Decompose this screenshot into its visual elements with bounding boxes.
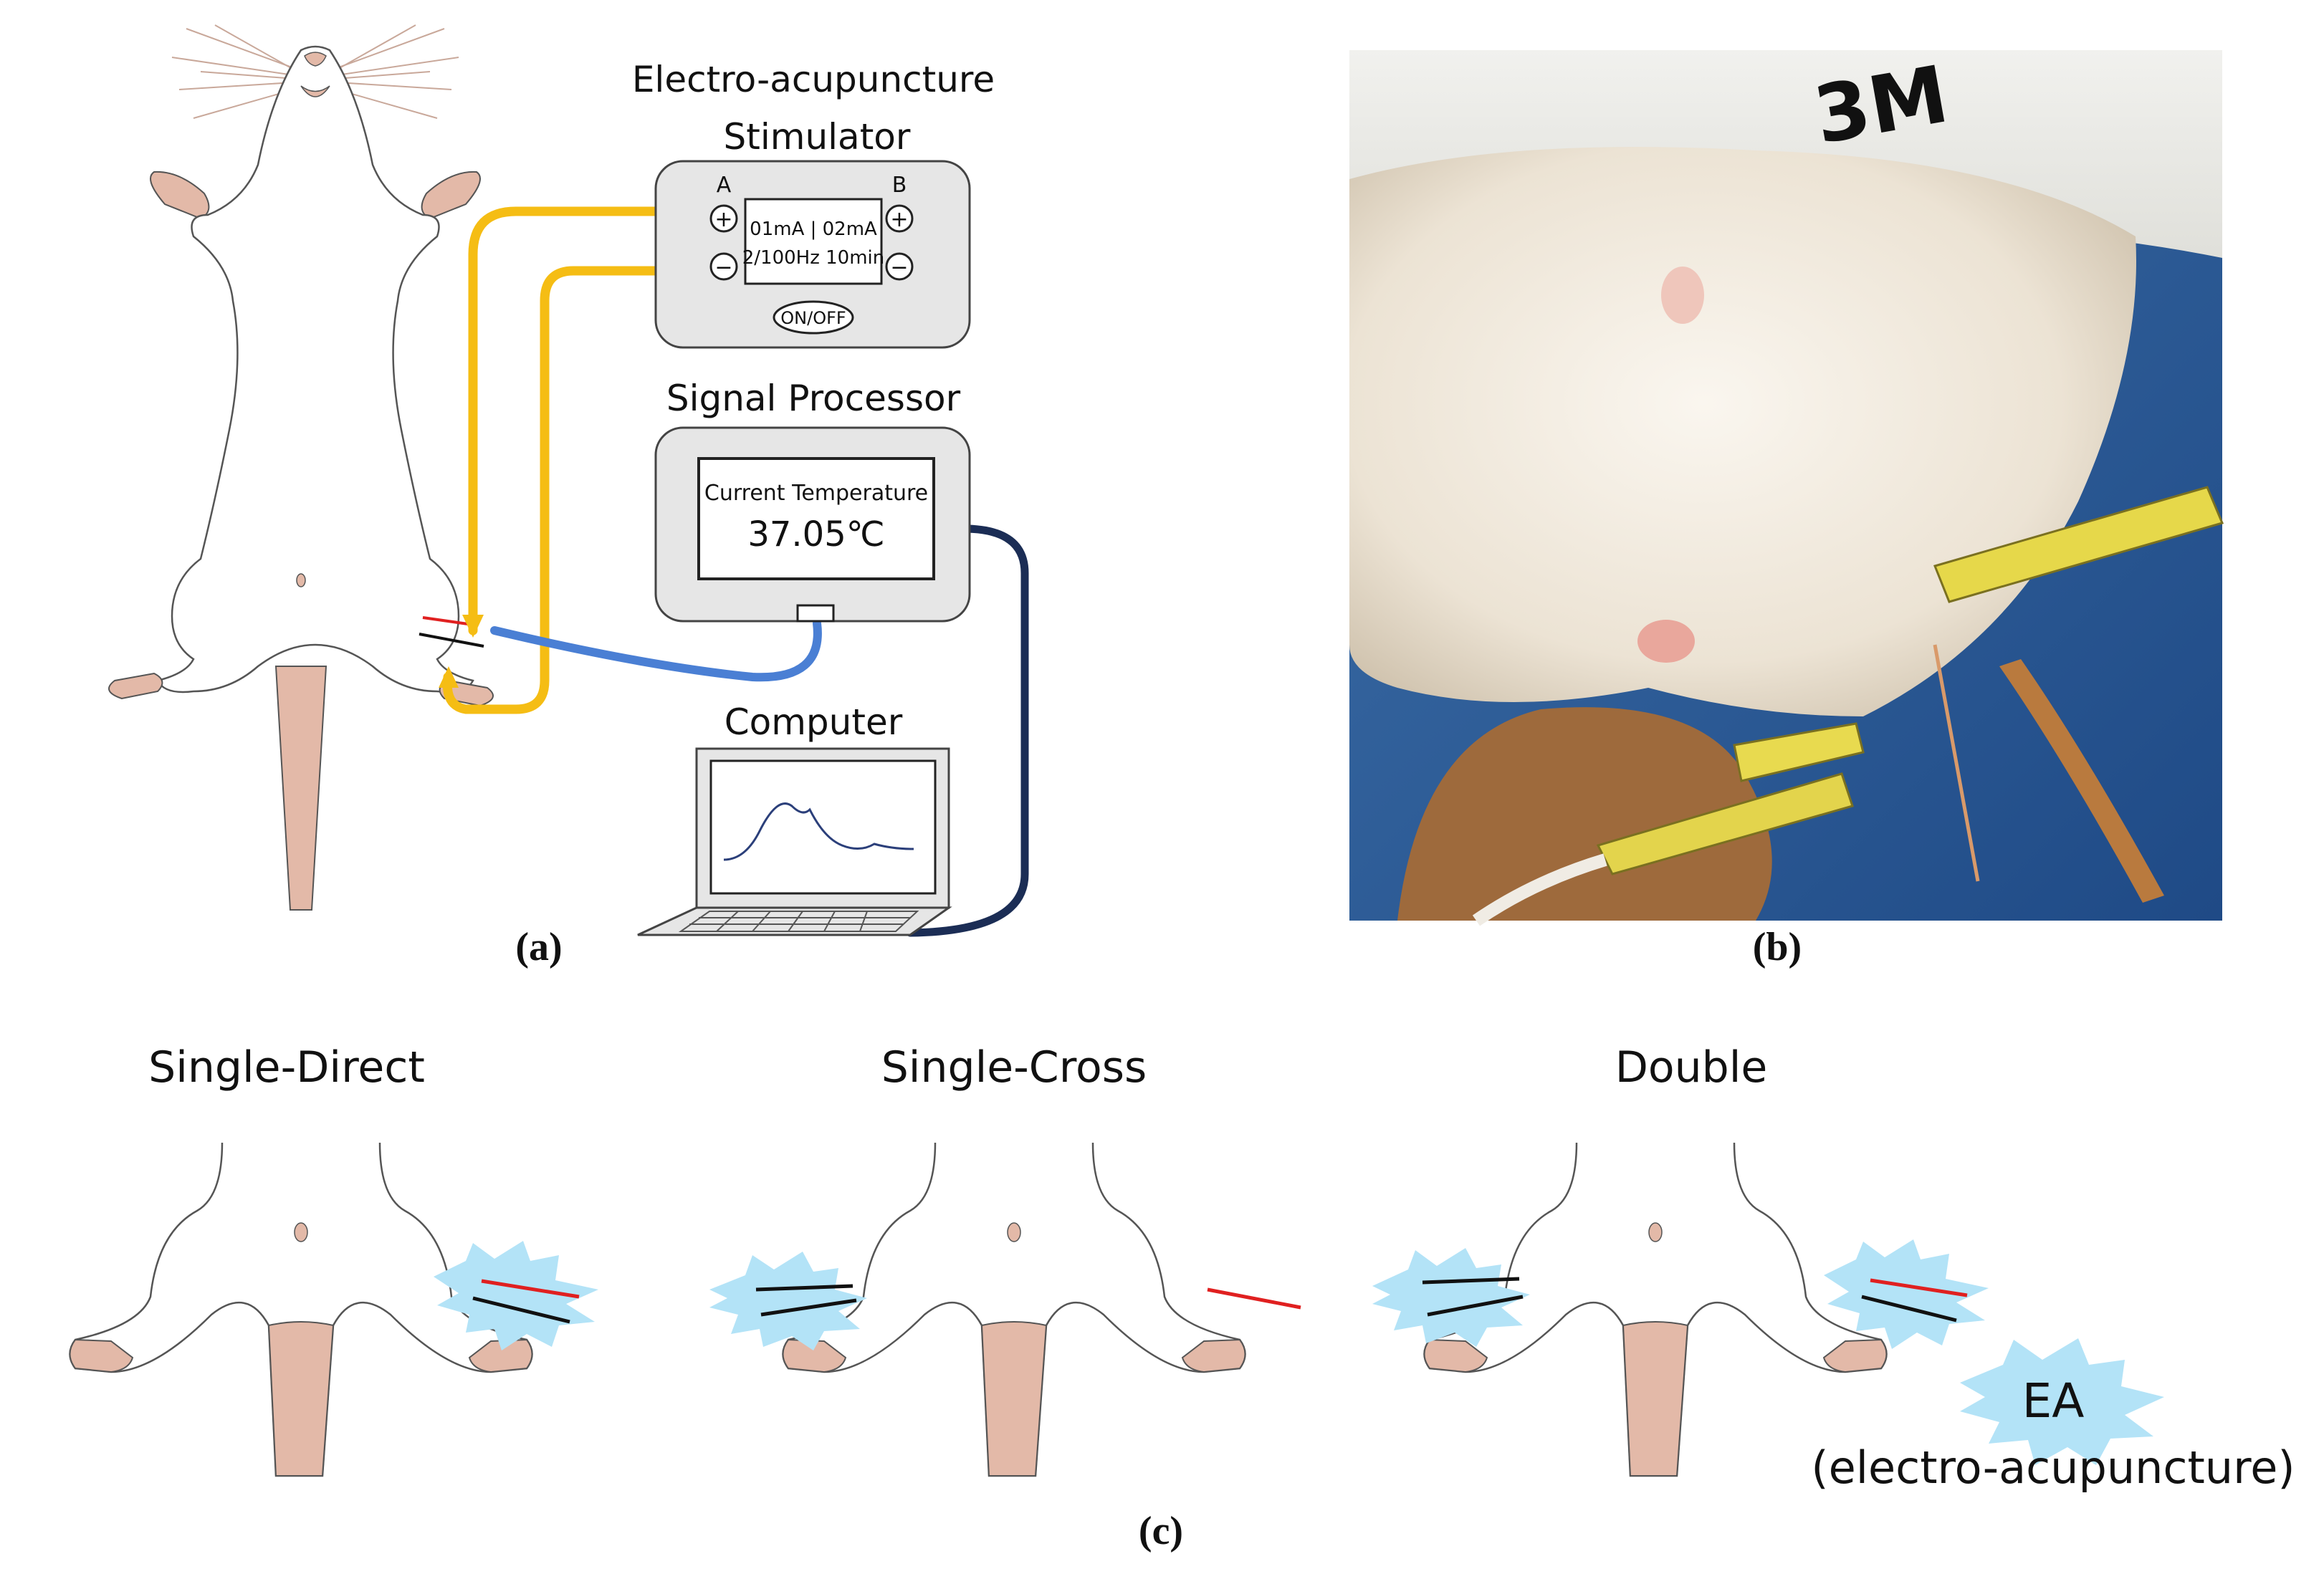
panel-b-caption: (b) (1753, 925, 1802, 969)
photo-yellow-clip-3 (1933, 486, 2224, 603)
photo-genital-region (1637, 620, 1695, 663)
stimulator-display-line2: 2/100Hz 10min (742, 247, 885, 269)
photo-white-cable (1472, 853, 1607, 926)
variant-title: Single-Direct (148, 1042, 425, 1093)
ea-legend-description: (electro-acupuncture) (1811, 1441, 2295, 1494)
stimulation-burst (434, 1241, 598, 1350)
plus-icon: + (714, 207, 732, 232)
minus-icon: − (890, 255, 908, 280)
signal-processor-screen (697, 457, 935, 580)
channel-b-minus-button[interactable]: − (885, 252, 914, 281)
photo-needle (1933, 644, 1980, 882)
ea-legend: EA (electro-acupuncture) (1811, 1338, 2295, 1494)
power-button-label: ON/OFF (780, 308, 846, 328)
computer-cable (906, 524, 1029, 937)
rat-tail (274, 666, 327, 911)
channel-a-minus-button[interactable]: − (709, 252, 738, 281)
stimulator-display-line1: 01mA | 02mA (750, 219, 877, 240)
stimulator-lead-b-arrow (439, 666, 459, 688)
stimulation-burst (1372, 1248, 1530, 1347)
rat-left-hindpaw (108, 672, 163, 700)
minus-icon: − (714, 255, 732, 280)
rat-mouth (300, 85, 330, 97)
pelvis-diagram (782, 1141, 1246, 1477)
panel-c-caption: (c) (1139, 1509, 1183, 1553)
stimulator-screen (744, 198, 883, 285)
variant-single-direct: Single-Direct (69, 1042, 598, 1477)
photo-navel (1661, 267, 1704, 324)
rat-left-forepaw (150, 171, 210, 220)
panel-b: 3M (b) (1349, 48, 2224, 969)
needle-black (419, 633, 484, 648)
temperature-curve (723, 802, 914, 861)
needle-black (1422, 1277, 1520, 1285)
needle-red (481, 1279, 580, 1299)
needle-black (1427, 1295, 1524, 1317)
panel-c: Single-Direct Single-Cross Double (69, 1042, 2295, 1553)
plus-icon: + (890, 207, 908, 232)
needle-red (1870, 1278, 1968, 1297)
needle-black (760, 1298, 857, 1317)
signal-processor-port (796, 604, 835, 623)
channel-a-label: A (717, 173, 732, 198)
sensor-cable (490, 619, 822, 682)
channel-b-plus-button[interactable]: + (885, 204, 914, 233)
variant-title: Double (1615, 1042, 1768, 1093)
ea-legend-burst (1960, 1338, 2164, 1465)
stimulation-burst (1824, 1239, 1989, 1349)
signal-processor-title: Signal Processor (666, 378, 961, 419)
variant-title: Single-Cross (881, 1042, 1147, 1093)
temperature-label: Current Temperature (704, 481, 928, 506)
stimulator-title-line2: Stimulator (724, 116, 911, 158)
temperature-value: 37.05℃ (747, 514, 884, 555)
variant-double: Double (1372, 1042, 1989, 1477)
panel-a: Electro-acupuncture Stimulator A B 01mA … (108, 24, 1029, 969)
photo-brand-text: 3M (1807, 48, 1954, 161)
needle-red (422, 616, 474, 626)
stimulator-title-line1: Electro-acupuncture (632, 59, 995, 100)
laptop (637, 747, 952, 936)
photo-brown-pad (1397, 707, 1772, 921)
keyboard-grid (678, 911, 919, 932)
needle-black (1861, 1295, 1957, 1323)
power-button[interactable]: ON/OFF (773, 300, 854, 335)
stimulator-lead-a-arrow (462, 615, 484, 638)
needle-black (472, 1296, 570, 1324)
computer-title: Computer (725, 701, 903, 743)
photo-yellow-clip-2 (1596, 772, 1854, 875)
rat-whiskers (171, 24, 459, 119)
stimulation-burst (709, 1252, 867, 1350)
ea-legend-label: EA (2022, 1373, 2085, 1429)
needle-red (1207, 1287, 1301, 1310)
rat-body (156, 45, 474, 693)
channel-a-plus-button[interactable]: + (709, 204, 738, 233)
photo-yellow-clip-1 (1733, 722, 1865, 782)
channel-b-label: B (892, 173, 907, 198)
stimulator-lead-b (442, 266, 664, 714)
variant-single-cross: Single-Cross (709, 1042, 1301, 1477)
photo-copper-probe (1999, 659, 2164, 903)
stimulator-lead-a (468, 206, 664, 635)
rat-right-forepaw (421, 171, 481, 220)
rat-nose (304, 52, 327, 67)
needle-black (755, 1284, 853, 1292)
rat-navel (296, 573, 306, 587)
panel-a-caption: (a) (515, 925, 562, 969)
